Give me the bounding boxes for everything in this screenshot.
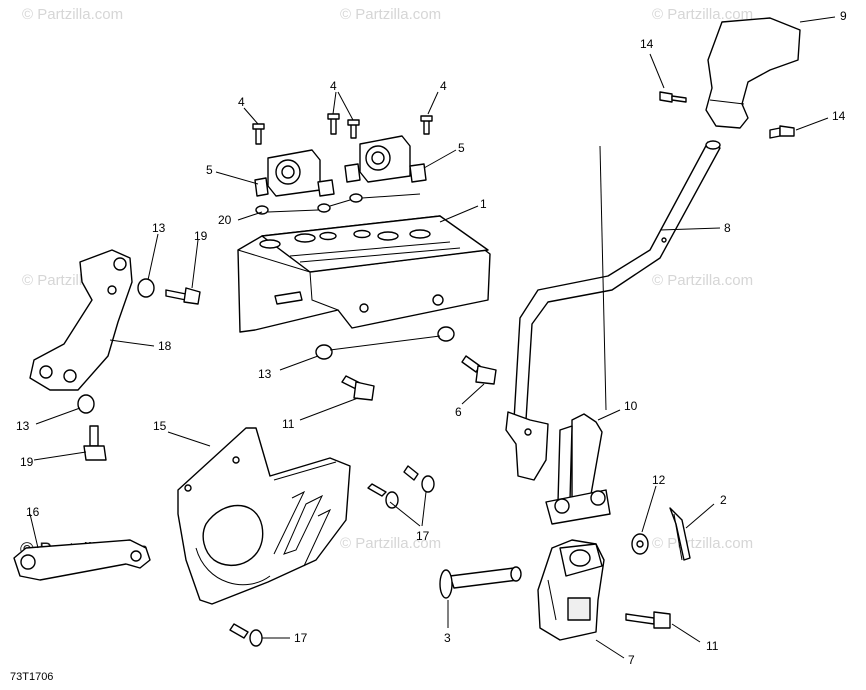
part-10-link[interactable] — [545, 413, 611, 525]
part-15-guard[interactable] — [177, 427, 351, 605]
callout-12[interactable]: 12 — [652, 473, 666, 487]
callout-1[interactable]: 1 — [480, 197, 487, 211]
watermark: © Partzilla.com — [22, 6, 123, 23]
callouts: 4 4 4 5 5 20 1 13 19 18 13 13 19 11 6 15… — [16, 9, 847, 667]
callout-5[interactable]: 5 — [458, 141, 465, 155]
callout-4[interactable]: 4 — [238, 95, 245, 109]
part-11-bolt-lower[interactable] — [625, 611, 671, 629]
part-3-pin[interactable] — [439, 566, 522, 599]
callout-20[interactable]: 20 — [218, 213, 232, 227]
callout-18[interactable]: 18 — [158, 339, 172, 353]
callout-8[interactable]: 8 — [724, 221, 731, 235]
callout-5[interactable]: 5 — [206, 163, 213, 177]
callout-16[interactable]: 16 — [26, 505, 40, 519]
callout-11[interactable]: 11 — [706, 639, 719, 653]
watermark: © Partzilla.com — [652, 272, 753, 289]
part-11-bolt-upper[interactable] — [341, 375, 375, 401]
part-19-bolt-lower[interactable] — [83, 425, 107, 461]
callout-3[interactable]: 3 — [444, 631, 451, 645]
part-7-clevis[interactable] — [537, 539, 605, 641]
leader-lines — [29, 16, 836, 659]
callout-13[interactable]: 13 — [152, 221, 166, 235]
watermark: © Partzilla.com — [652, 6, 753, 23]
callout-10[interactable]: 10 — [624, 399, 638, 413]
callout-13[interactable]: 13 — [258, 367, 272, 381]
part-4-screws[interactable] — [252, 113, 433, 145]
callout-14[interactable]: 14 — [832, 109, 846, 123]
part-17-screw-left[interactable] — [367, 483, 399, 509]
part-13-orings[interactable] — [77, 278, 455, 414]
part-14-screw-right[interactable] — [769, 125, 795, 139]
callout-14[interactable]: 14 — [640, 37, 654, 51]
callout-19[interactable]: 19 — [20, 455, 34, 469]
part-8-lever[interactable] — [505, 140, 721, 481]
callout-2[interactable]: 2 — [720, 493, 727, 507]
callout-4[interactable]: 4 — [440, 79, 447, 93]
callout-4[interactable]: 4 — [330, 79, 337, 93]
part-17-screw-right[interactable] — [403, 465, 435, 493]
part-5-clamp-left[interactable] — [254, 149, 335, 197]
watermark: © Partzilla.com — [652, 535, 753, 552]
part-6-bolt[interactable] — [461, 355, 497, 385]
part-2-cotter-pin[interactable] — [669, 507, 691, 561]
callout-6[interactable]: 6 — [455, 405, 462, 419]
diagram-code: 73T1706 — [10, 671, 53, 683]
part-18-plate[interactable] — [29, 249, 133, 391]
callout-11[interactable]: 11 — [282, 417, 295, 431]
callout-13[interactable]: 13 — [16, 419, 30, 433]
part-20-nuts[interactable] — [255, 193, 363, 215]
callout-15[interactable]: 15 — [153, 419, 167, 433]
watermark: © Partzilla.com — [340, 6, 441, 23]
part-14-screw-left[interactable] — [659, 91, 687, 103]
part-16-strap[interactable] — [13, 539, 151, 581]
part-5-clamp-right[interactable] — [344, 135, 427, 183]
part-19-bolt-upper[interactable] — [165, 287, 201, 305]
callout-9[interactable]: 9 — [840, 9, 847, 23]
part-9-knob[interactable] — [705, 17, 801, 129]
callout-7[interactable]: 7 — [628, 653, 635, 667]
callout-17[interactable]: 17 — [294, 631, 308, 645]
part-17-screw-lower[interactable] — [229, 623, 263, 647]
part-1-bracket[interactable] — [237, 215, 491, 333]
callout-17[interactable]: 17 — [416, 529, 430, 543]
callout-19[interactable]: 19 — [194, 229, 208, 243]
watermark: © Partzilla.com — [340, 535, 441, 552]
part-12-washer[interactable] — [631, 533, 649, 555]
